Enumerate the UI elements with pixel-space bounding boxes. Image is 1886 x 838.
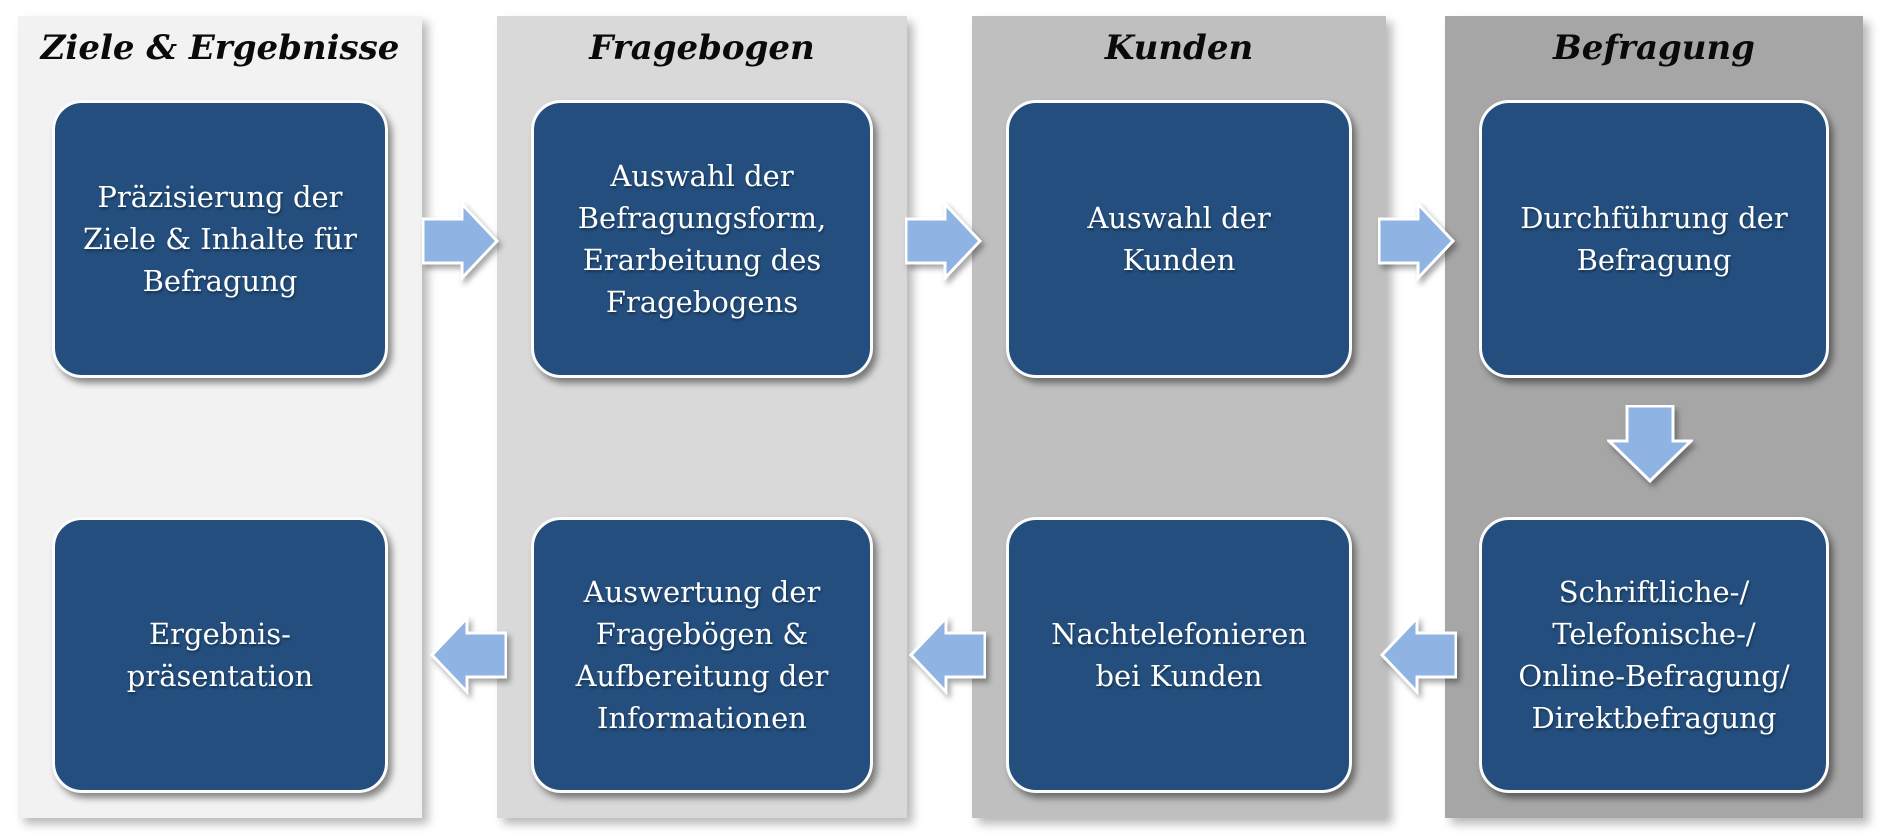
step-label: Präzisierung der Ziele & Inhalte für Bef…: [83, 179, 357, 299]
arrow-left-icon: [1379, 615, 1457, 695]
step-label: Auswahl der Kunden: [1087, 200, 1271, 277]
step-auswahl-kunden: Auswahl der Kunden: [1006, 100, 1352, 378]
column-title: Fragebogen: [589, 28, 815, 68]
step-label: Auswahl der Befragungsform, Erarbeitung …: [577, 158, 827, 320]
arrow-left-icon: [429, 615, 507, 695]
step-label: Schriftliche-/ Telefonische-/ Online-Bef…: [1518, 574, 1790, 736]
step-nachtelefonieren: Nachtelefonieren bei Kunden: [1006, 517, 1352, 793]
arrow-down-icon: [1607, 405, 1693, 483]
step-ergebnispraesentation: Ergebnis- präsentation: [52, 517, 388, 793]
step-durchfuehrung-befragung: Durchführung der Befragung: [1479, 100, 1829, 378]
step-label: Auswertung der Fragebögen & Aufbereitung…: [575, 574, 829, 736]
column-befragung: Befragung Durchführung der Befragung Sch…: [1445, 16, 1863, 818]
column-kunden: Kunden Auswahl der Kunden Nachtelefonier…: [972, 16, 1386, 818]
step-praezisierung-ziele: Präzisierung der Ziele & Inhalte für Bef…: [52, 100, 388, 378]
step-label: Durchführung der Befragung: [1520, 200, 1788, 277]
step-label: Nachtelefonieren bei Kunden: [1051, 616, 1307, 693]
step-label: Ergebnis- präsentation: [126, 616, 314, 693]
arrow-right-icon: [422, 201, 500, 281]
column-title: Ziele & Ergebnisse: [40, 28, 400, 68]
column-ziele-ergebnisse: Ziele & Ergebnisse Präzisierung der Ziel…: [18, 16, 422, 818]
column-title: Kunden: [1104, 28, 1254, 68]
column-title: Befragung: [1553, 28, 1755, 68]
arrow-right-icon: [1378, 201, 1456, 281]
column-fragebogen: Fragebogen Auswahl der Befragungsform, E…: [497, 16, 907, 818]
step-auswahl-befragungsform: Auswahl der Befragungsform, Erarbeitung …: [531, 100, 873, 378]
arrow-right-icon: [905, 201, 983, 281]
step-auswertung-frageboegen: Auswertung der Fragebögen & Aufbereitung…: [531, 517, 873, 793]
arrow-left-icon: [908, 615, 986, 695]
step-befragungsarten: Schriftliche-/ Telefonische-/ Online-Bef…: [1479, 517, 1829, 793]
